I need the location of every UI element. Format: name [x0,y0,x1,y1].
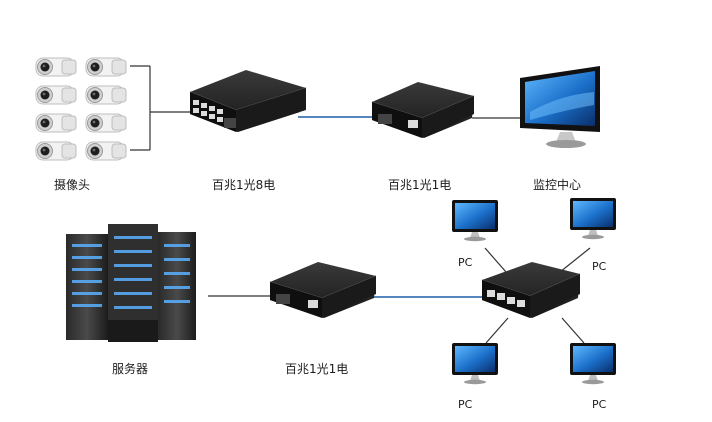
cctv-camera-icon [85,57,127,77]
converter-bottom-label: 百兆1光1电 [285,362,349,376]
pc-label: PC [458,256,473,269]
switch-1f8e-label: 百兆1光8电 [212,178,276,192]
cctv-camera-icon [35,141,77,161]
ethernet-switch-icon [481,262,581,318]
cctv-camera-icon [85,113,127,133]
monitor-icon [520,66,600,148]
cctv-camera-icon [35,85,77,105]
cctv-camera-icon [85,85,127,105]
ethernet-switch-icon [189,70,307,132]
cctv-camera-icon [35,57,77,77]
server-rack-icon [66,224,196,342]
cctv-camera-group [35,57,127,161]
cameras-label: 摄像头 [54,178,91,192]
media-converter-icon [269,262,377,318]
monitor-center-label: 监控中心 [533,178,582,192]
pc-icon [452,343,498,385]
pc-icon [570,198,616,240]
server-label: 服务器 [112,362,149,376]
pc-icon [452,200,498,242]
pc-label: PC [592,260,607,273]
converter-top-label: 百兆1光1电 [388,178,452,192]
camera-bracket-lines [130,65,190,151]
pc-icon [570,343,616,385]
cctv-camera-icon [85,141,127,161]
media-converter-icon [371,82,475,138]
pc-label: PC [458,398,473,411]
pc-connection-lines [484,247,591,344]
cctv-camera-icon [35,113,77,133]
pc-label: PC [592,398,607,411]
